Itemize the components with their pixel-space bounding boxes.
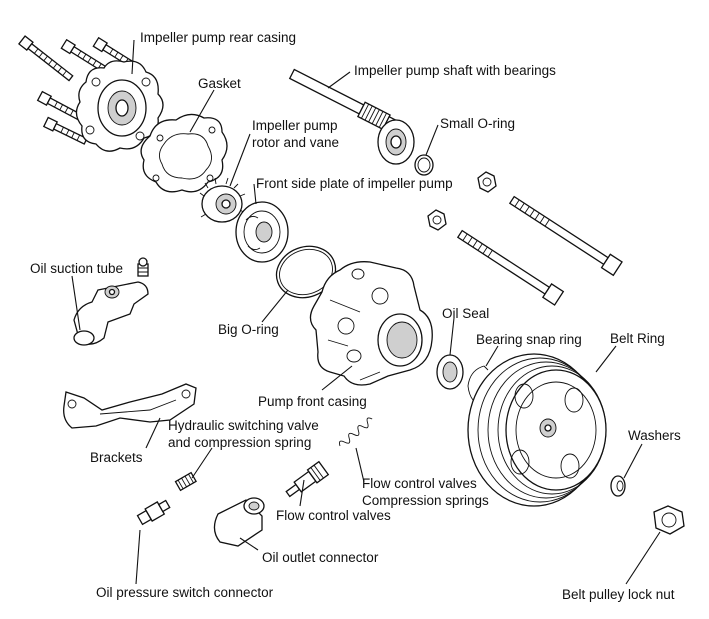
label-flow-valves: Flow control valves	[276, 508, 391, 523]
label-flow-springs-line2: Compression springs	[362, 493, 489, 508]
oil-pressure-switch-part	[136, 499, 171, 526]
label-outlet: Oil outlet connector	[262, 550, 379, 565]
leader-big-oring	[261, 289, 289, 323]
label-bearing-snap: Bearing snap ring	[476, 332, 582, 347]
leader-rear-casing	[131, 39, 135, 75]
rear-casing-bolts	[18, 35, 140, 145]
label-washers: Washers	[628, 428, 681, 443]
front-plate-part	[235, 201, 289, 263]
label-gasket: Gasket	[198, 76, 241, 91]
leader-gasket	[189, 89, 215, 133]
gasket-part	[140, 113, 228, 193]
label-rear-casing: Impeller pump rear casing	[140, 30, 296, 45]
leader-hydraulic	[191, 447, 213, 479]
leader-oil-suction	[71, 275, 81, 331]
label-front-plate: Front side plate of impeller pump	[256, 176, 453, 191]
label-hydraulic-line2: and compression spring	[168, 435, 311, 450]
leader-oil-seal	[449, 317, 455, 356]
oil-suction-tube-part	[73, 257, 149, 346]
washers-part	[610, 475, 626, 497]
rotor-part	[199, 177, 246, 223]
leader-belt-ring	[595, 345, 617, 373]
label-pump-front: Pump front casing	[258, 394, 367, 409]
label-shaft: Impeller pump shaft with bearings	[354, 63, 556, 78]
leader-brackets	[145, 417, 161, 449]
label-small-oring: Small O-ring	[440, 116, 515, 131]
leader-front-plate	[253, 183, 257, 205]
label-oil-suction: Oil suction tube	[30, 261, 123, 276]
big-oring-part	[275, 245, 337, 299]
leader-small-oring	[425, 124, 439, 156]
belt-ring-part	[467, 353, 607, 507]
label-oil-seal: Oil Seal	[442, 306, 489, 321]
leader-washers	[623, 443, 643, 479]
long-bolts-and-nuts	[427, 171, 623, 306]
leader-flow-springs	[355, 447, 365, 483]
oil-seal-part	[436, 354, 464, 390]
label-rotor-line2: rotor and vane	[252, 135, 339, 150]
leader-bearing-snap	[485, 345, 499, 367]
label-belt-ring: Belt Ring	[610, 331, 665, 346]
label-big-oring: Big O-ring	[218, 322, 279, 337]
leader-rotor	[229, 133, 251, 187]
label-brackets: Brackets	[90, 450, 143, 465]
rear-casing-part	[75, 60, 164, 152]
small-oring-part	[414, 154, 434, 176]
brackets-part	[63, 383, 197, 429]
oil-outlet-connector-part	[213, 497, 265, 547]
label-hydraulic-line1: Hydraulic switching valve	[168, 418, 319, 433]
flow-control-springs-part	[339, 417, 373, 447]
lock-nut-part	[653, 505, 685, 535]
label-pressure-switch: Oil pressure switch connector	[96, 585, 274, 600]
leader-pressure-switch	[135, 529, 141, 585]
leader-lines	[71, 39, 661, 585]
label-flow-springs-line1: Flow control valves	[362, 476, 477, 491]
flow-control-valve-part	[285, 460, 330, 498]
leader-shaft	[327, 71, 351, 89]
leader-pump-front	[321, 365, 353, 391]
part-labels: Impeller pump rear casing Gasket Impelle…	[30, 30, 681, 602]
leader-outlet	[239, 537, 259, 551]
leader-lock-nut	[625, 531, 661, 585]
hydraulic-valve-part	[174, 471, 197, 492]
label-lock-nut: Belt pulley lock nut	[562, 587, 675, 602]
pump-front-casing-part	[309, 261, 433, 386]
label-rotor-line1: Impeller pump	[252, 118, 338, 133]
shaft-part	[288, 68, 415, 165]
leader-flow-valves	[299, 479, 305, 507]
